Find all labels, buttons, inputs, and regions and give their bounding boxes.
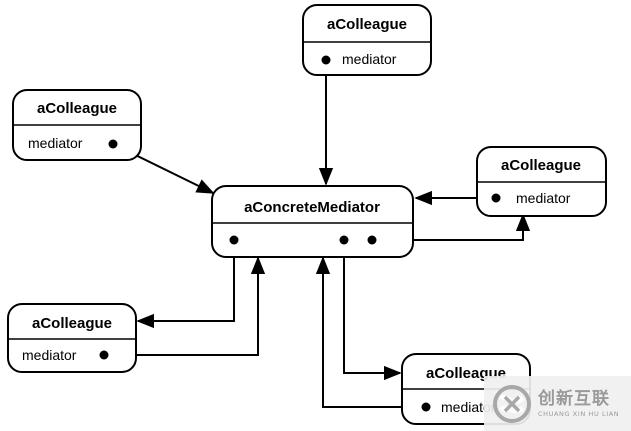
connector-mediator-to-left-lower — [136, 240, 235, 329]
connector-mediator-to-right — [372, 213, 531, 241]
colleague-box-left-upper: aColleague mediator — [12, 89, 142, 161]
colleague-box-top: aColleague mediator — [302, 4, 432, 76]
connector-bottom-right-to-mediator — [315, 256, 426, 408]
mediator-title: aConcreteMediator — [244, 199, 380, 216]
colleague-reference-dot — [229, 235, 239, 245]
mediator-reference-dot — [491, 193, 501, 203]
connector-left-lower-to-mediator — [104, 256, 266, 356]
watermark: 创新互联 CHUANG XIN HU LIAN — [484, 376, 631, 431]
colleague-field: mediator — [28, 135, 83, 151]
watermark-english-text: CHUANG XIN HU LIAN — [538, 409, 620, 418]
colleague-field: mediator — [516, 190, 571, 206]
wave-x-logo-icon — [493, 384, 531, 423]
colleague-title: aColleague — [501, 157, 581, 174]
colleague-title: aColleague — [32, 315, 112, 332]
mediator-reference-dot — [421, 402, 431, 412]
colleague-title: aColleague — [37, 100, 117, 117]
colleague-box-left-lower: aColleague mediator — [7, 303, 137, 373]
mediator-reference-dot — [321, 55, 331, 65]
colleague-field: mediator — [342, 51, 397, 67]
colleague-box-right: aColleague mediator — [476, 146, 607, 217]
connector-mediator-to-bottom-right — [343, 240, 402, 381]
mediator-reference-dot — [99, 350, 109, 360]
watermark-chinese-text: 创新互联 — [538, 388, 610, 409]
colleague-title: aColleague — [327, 16, 407, 33]
colleague-reference-dot — [339, 235, 349, 245]
colleague-reference-dot — [367, 235, 377, 245]
colleague-field: mediator — [441, 399, 496, 415]
colleague-field: mediator — [22, 347, 77, 363]
concrete-mediator-box: aConcreteMediator — [211, 185, 414, 258]
mediator-reference-dot — [108, 139, 118, 149]
